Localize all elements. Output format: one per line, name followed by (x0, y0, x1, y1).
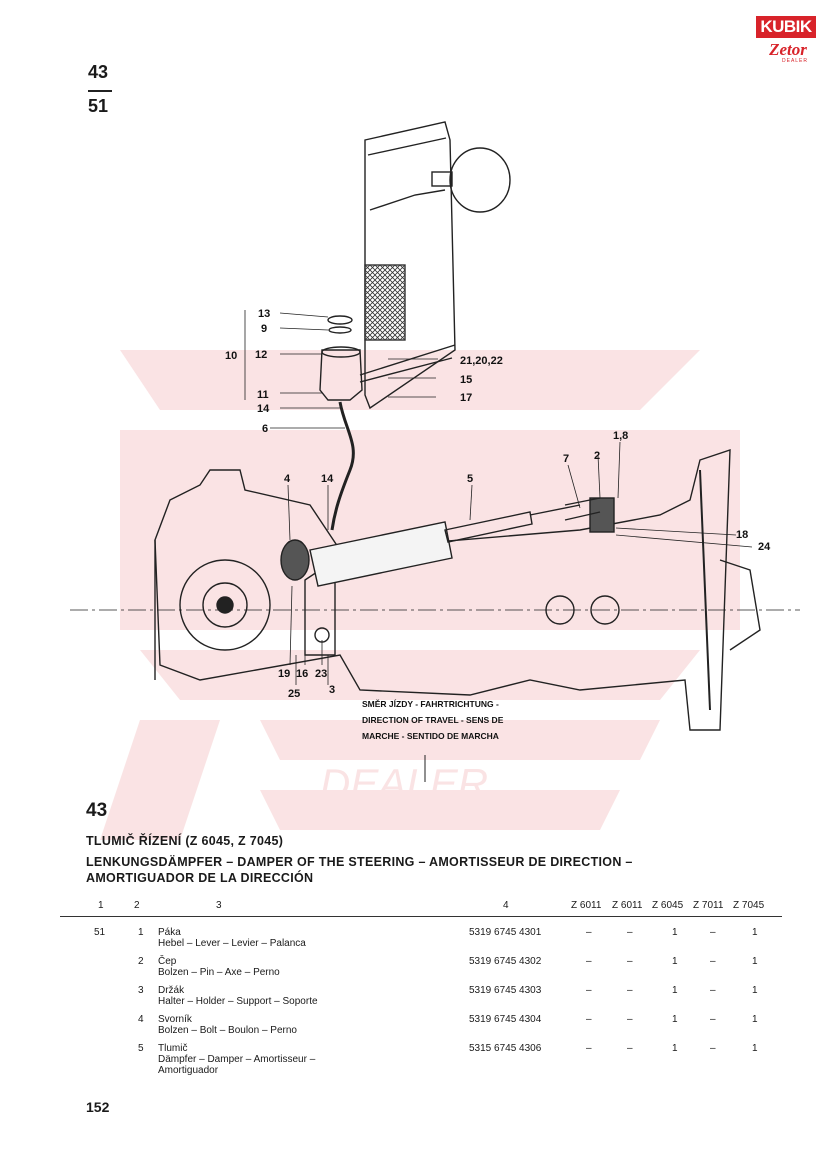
callout-4: 4 (284, 473, 291, 485)
section-title-es: AMORTIGUADOR DE LA DIRECCIÓN (86, 871, 314, 885)
callout-3: 3 (329, 684, 335, 696)
callout-11: 11 (257, 389, 269, 401)
hose (330, 401, 355, 531)
col-fig: 1 (98, 900, 104, 911)
direction-label-line2: DIRECTION OF TRAVEL - SENS DE (362, 715, 504, 725)
col-part: 4 (503, 900, 509, 911)
col-z6011b: Z 6011 (612, 900, 643, 911)
axle-housing (154, 449, 731, 731)
damper-rod (444, 511, 533, 543)
callout-17: 17 (460, 392, 472, 404)
logo-zetor-text: Zetor (769, 40, 807, 59)
section-number: 43 (86, 800, 108, 821)
ball-joint (280, 539, 310, 581)
callout-2: 2 (594, 450, 600, 462)
zetor-dealer-watermark: DEALER (100, 350, 740, 840)
figure-number: 51 (88, 96, 109, 116)
clamp-end (589, 497, 615, 533)
callout-9: 9 (261, 323, 267, 335)
logo-kubik-text: KUBIK (756, 16, 816, 38)
callout-7: 7 (563, 453, 569, 465)
callout-15: 15 (460, 374, 472, 386)
steering-damper-diagram: 13 9 10 12 21,20,22 15 11 17 14 6 4 14 5… (70, 121, 800, 782)
col-name: 3 (216, 900, 222, 911)
callout-6: 6 (262, 423, 268, 435)
callout-14b: 14 (321, 473, 334, 485)
direction-label-line3: MARCHE - SENTIDO DE MARCHA (362, 731, 499, 741)
fender-panel (364, 121, 456, 410)
figure-group-number: 43 (88, 62, 109, 82)
callout-18: 18 (736, 529, 748, 541)
col-pos: 2 (134, 900, 140, 911)
callout-12: 12 (255, 349, 267, 361)
direction-label-line1: SMĚR JÍZDY - FAHRTRICHTUNG - (362, 698, 499, 709)
callout-16: 16 (296, 668, 308, 680)
cap-13 (327, 315, 353, 325)
callout-14a: 14 (257, 403, 270, 415)
section-title-multilang: LENKUNGSDÄMPFER – DAMPER OF THE STEERING… (86, 855, 633, 869)
reservoir (319, 349, 363, 401)
figure-number-rule (88, 90, 112, 92)
col-z6045: Z 6045 (652, 900, 684, 911)
panel-grille (364, 264, 406, 341)
parts-table-header: 1 2 3 4 Z 6011 Z 6011 Z 6045 Z 7011 Z 70… (86, 900, 786, 916)
col-z7011: Z 7011 (693, 900, 724, 911)
table-header-rule (60, 916, 782, 917)
callout-10: 10 (225, 350, 237, 362)
callout-24: 24 (758, 541, 771, 553)
callout-19: 19 (278, 668, 290, 680)
washer-9 (328, 326, 352, 334)
callout-21-20-22: 21,20,22 (460, 355, 503, 367)
damper-cylinder (309, 521, 453, 587)
callout-25: 25 (288, 688, 300, 700)
callout-5: 5 (467, 473, 473, 485)
callout-13: 13 (258, 308, 270, 320)
callout-23: 23 (315, 668, 327, 680)
page-number: 152 (86, 1099, 110, 1115)
mirror-stem (431, 171, 453, 187)
col-z6011a: Z 6011 (571, 900, 602, 911)
logo-dealer-text: DEALER (782, 58, 809, 64)
mirror-knob (449, 147, 511, 213)
watermark-dealer-text: DEALER (320, 760, 488, 807)
col-z7045: Z 7045 (733, 900, 765, 911)
callout-1-8: 1,8 (613, 430, 628, 442)
kubik-zetor-logo: KUBIK Zetor DEALER (756, 16, 816, 66)
section-title-cz: TLUMIČ ŘÍZENÍ (Z 6045, Z 7045) (86, 834, 284, 848)
